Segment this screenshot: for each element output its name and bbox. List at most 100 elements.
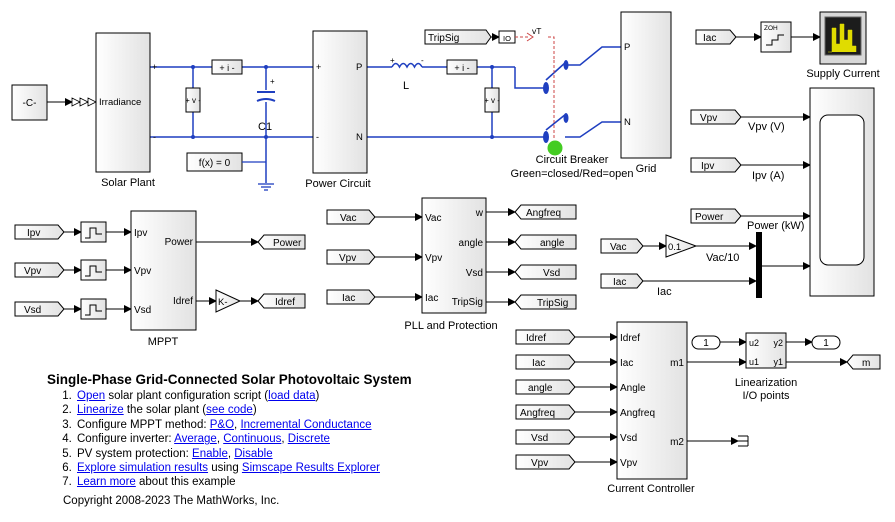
capacitor-icon <box>256 91 276 102</box>
mppt-label: MPPT <box>148 336 179 348</box>
voltage-meter-1[interactable] <box>185 87 201 113</box>
open-link[interactable]: Open <box>77 390 106 402</box>
svg-text:Vsd: Vsd <box>24 305 41 316</box>
svg-text:Vpv: Vpv <box>700 113 717 124</box>
tripsig-from-tag[interactable] <box>424 29 492 45</box>
iac-from-tag-top[interactable] <box>695 29 737 45</box>
doc-steps: Open solar plant configuration script (l… <box>47 389 467 490</box>
average-link[interactable]: Average <box>174 433 217 446</box>
pc-port-n: N <box>356 132 363 143</box>
io-block-label: IO <box>503 34 511 43</box>
inductor-icon <box>391 62 423 69</box>
svg-text:Vac: Vac <box>340 213 357 224</box>
pc-port-p: P <box>356 62 362 73</box>
inport-1-label: 1 <box>703 338 709 349</box>
see-code-link[interactable]: see code <box>206 404 253 417</box>
cc-port-angle: Angle <box>620 383 646 394</box>
linearize-link[interactable]: Linearize <box>77 404 124 417</box>
current-meter-1[interactable] <box>211 59 243 75</box>
vt-label: vT <box>532 26 541 36</box>
scope-inputs: Vpv Vpv (V) Ipv Ipv (A) Power Power (kW)… <box>600 109 811 298</box>
svg-text:Iac: Iac <box>657 286 672 298</box>
doc-step-3: Configure MPPT method: P&O, Incremental … <box>75 418 467 432</box>
voltage-meter-2-label: + v - <box>484 96 500 105</box>
cc-port-vpv: Vpv <box>620 458 637 469</box>
mppt-block[interactable] <box>130 210 197 331</box>
pll-outputs: Angfreq angle Vsd TripSig <box>486 204 577 310</box>
inductor-label: L <box>403 80 409 92</box>
mppt-port-ipv: Ipv <box>134 228 147 239</box>
svg-text:Vsd: Vsd <box>531 433 548 444</box>
enable-link[interactable]: Enable <box>192 447 228 460</box>
svg-text:Iac: Iac <box>613 277 626 288</box>
junction-dots <box>191 65 494 139</box>
mppt-inputs: Ipv Vpv Vsd <box>14 221 132 320</box>
learn-more-link[interactable]: Learn more <box>77 476 136 489</box>
svg-text:Iac: Iac <box>532 358 545 369</box>
svg-text:Angfreq: Angfreq <box>520 408 555 419</box>
linearization-io-block[interactable] <box>745 332 787 369</box>
current-meter-2-label: + i - <box>454 63 469 73</box>
m-goto-tag[interactable] <box>846 354 881 370</box>
mppt-port-vsd: Vsd <box>134 305 151 316</box>
explore-results-link[interactable]: Explore simulation results <box>77 462 209 475</box>
voltage-meter-2[interactable] <box>484 87 500 113</box>
outport-1[interactable] <box>811 335 841 350</box>
m-goto-label: m <box>862 358 870 369</box>
current-controller-block[interactable] <box>616 321 688 480</box>
iac-from-tag-top-label: Iac <box>703 33 716 44</box>
cc-inputs: Idref Iac angle Angfreq Vsd Vpv <box>515 329 618 470</box>
inductor-minus: - <box>421 56 424 65</box>
svg-text:Iac: Iac <box>342 293 355 304</box>
grid-port-n: N <box>624 117 631 128</box>
breaker-status-indicator <box>547 140 563 156</box>
discrete-link[interactable]: Discrete <box>287 433 330 446</box>
lin-port-u1: u1 <box>749 357 759 367</box>
grid-block[interactable] <box>620 11 672 159</box>
continuous-link[interactable]: Continuous <box>223 433 282 446</box>
inductor-plus: + <box>390 56 395 65</box>
results-explorer-link[interactable]: Simscape Results Explorer <box>241 462 380 475</box>
circuit-breaker-block[interactable] <box>543 60 569 143</box>
k-gain-block[interactable] <box>215 289 242 313</box>
solar-plant-block[interactable] <box>95 32 151 173</box>
cc-port-idref: Idref <box>620 333 640 344</box>
svg-text:TripSig: TripSig <box>537 298 568 309</box>
ground-icon <box>258 183 274 191</box>
current-meter-1-label: + i - <box>219 63 234 73</box>
power-circuit-block[interactable] <box>312 30 368 174</box>
pc-minus: - <box>316 132 319 142</box>
power-circuit-label: Power Circuit <box>305 178 370 190</box>
zoh-block[interactable] <box>760 21 792 53</box>
cc-port-angfreq: Angfreq <box>620 408 655 419</box>
lin-port-y1: y1 <box>773 357 783 367</box>
disable-link[interactable]: Disable <box>234 447 273 460</box>
idref-goto-tag[interactable] <box>257 293 306 309</box>
pll-port-w: w <box>475 208 484 219</box>
po-link[interactable]: P&O <box>209 418 235 431</box>
pll-port-vac: Vac <box>425 213 442 224</box>
copyright-notice: Copyright 2008-2023 The MathWorks, Inc. <box>63 494 280 507</box>
cc-port-vsd: Vsd <box>620 433 637 444</box>
k-gain-label: K- <box>218 297 228 308</box>
irradiance-port-label: Irradiance <box>99 97 141 108</box>
pll-port-angle: angle <box>459 238 484 249</box>
pll-port-vsd: Vsd <box>466 268 483 279</box>
breaker-status-label: Green=closed/Red=open <box>511 168 634 180</box>
c1-label: C1 <box>258 121 272 133</box>
svg-text:Vpv (V): Vpv (V) <box>748 121 785 133</box>
pll-block[interactable] <box>421 197 487 314</box>
current-meter-2[interactable] <box>446 59 478 75</box>
doc-step-6: Explore simulation results using Simscap… <box>75 461 467 475</box>
svg-text:angle: angle <box>528 383 553 394</box>
svg-text:Power (kW): Power (kW) <box>747 220 804 232</box>
incremental-conductance-link[interactable]: Incremental Conductance <box>240 418 372 431</box>
idref-goto-label: Idref <box>275 297 295 308</box>
power-goto-tag[interactable] <box>257 234 306 250</box>
cc-port-m1: m1 <box>670 358 684 369</box>
mppt-port-vpv: Vpv <box>134 266 151 277</box>
doc-step-2: Linearize the solar plant (see code) <box>75 403 467 417</box>
zoh-label: ZOH <box>764 25 778 32</box>
load-data-link[interactable]: load data <box>268 390 316 402</box>
